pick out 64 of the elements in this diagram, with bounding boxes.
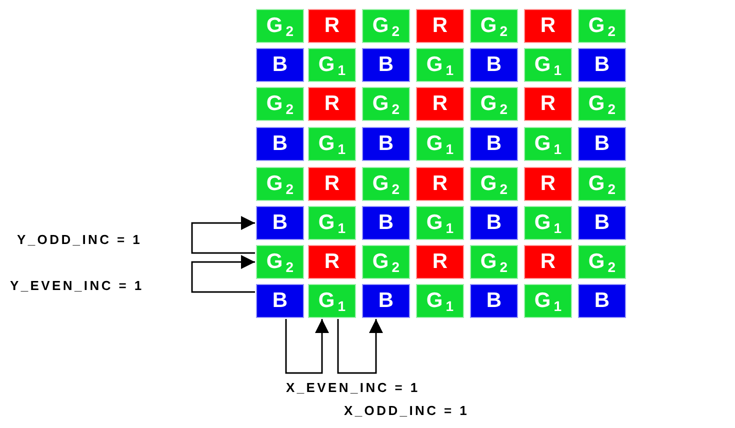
register-label: X_ODD_INC = 1 — [344, 403, 470, 418]
pixel-cell: G$_{2}$ — [362, 167, 410, 201]
pixel-cell: R — [416, 9, 464, 43]
pixel-cell: G$_{2}$ — [578, 245, 626, 279]
pixel-cell: G$_{2}$ — [362, 245, 410, 279]
pixel-cell: G$_{1}$ — [308, 48, 356, 82]
pixel-cell: G$_{1}$ — [416, 206, 464, 240]
pixel-cell: G$_{1}$ — [416, 284, 464, 318]
pixel-cell: G$_{1}$ — [308, 127, 356, 161]
pixel-cell: R — [524, 167, 572, 201]
pixel-cell: G$_{2}$ — [362, 9, 410, 43]
pixel-cell: G$_{2}$ — [578, 87, 626, 121]
pixel-cell: B — [470, 206, 518, 240]
pixel-cell: G$_{2}$ — [470, 167, 518, 201]
pixel-cell: B — [256, 206, 304, 240]
arrow — [191, 216, 255, 254]
pixel-cell: R — [524, 87, 572, 121]
pixel-cell: G$_{1}$ — [524, 127, 572, 161]
pixel-cell: R — [416, 87, 464, 121]
pixel-cell: R — [308, 9, 356, 43]
arrow — [191, 255, 255, 293]
pixel-cell: R — [308, 245, 356, 279]
pixel-cell: G$_{1}$ — [308, 284, 356, 318]
pixel-cell: R — [416, 245, 464, 279]
pixel-cell: B — [470, 284, 518, 318]
pixel-cell: G$_{2}$ — [578, 167, 626, 201]
pixel-cell: B — [362, 284, 410, 318]
pixel-cell: B — [578, 127, 626, 161]
pixel-cell: R — [308, 167, 356, 201]
pixel-cell: G$_{2}$ — [578, 9, 626, 43]
pixel-cell: G$_{2}$ — [470, 9, 518, 43]
pixel-cell: R — [308, 87, 356, 121]
pixel-cell: B — [578, 48, 626, 82]
register-label: X_EVEN_INC = 1 — [286, 380, 420, 395]
pixel-cell: G$_{2}$ — [256, 245, 304, 279]
arrow — [285, 319, 329, 374]
pixel-cell: B — [578, 206, 626, 240]
pixel-cell: B — [362, 48, 410, 82]
pixel-cell: B — [470, 48, 518, 82]
pixel-cell: G$_{2}$ — [470, 245, 518, 279]
pixel-cell: B — [256, 284, 304, 318]
pixel-cell: B — [578, 284, 626, 318]
arrow — [337, 319, 383, 374]
pixel-cell: R — [524, 245, 572, 279]
pixel-cell: G$_{1}$ — [524, 284, 572, 318]
pixel-cell: G$_{1}$ — [524, 48, 572, 82]
pixel-cell: G$_{2}$ — [362, 87, 410, 121]
pixel-cell: B — [362, 127, 410, 161]
pixel-cell: G$_{1}$ — [308, 206, 356, 240]
pixel-cell: G$_{2}$ — [470, 87, 518, 121]
pixel-cell: G$_{1}$ — [416, 127, 464, 161]
pixel-cell: R — [416, 167, 464, 201]
pixel-cell: B — [362, 206, 410, 240]
pixel-cell: G$_{1}$ — [416, 48, 464, 82]
pixel-cell: G$_{1}$ — [524, 206, 572, 240]
pixel-cell: B — [256, 48, 304, 82]
pixel-cell: G$_{2}$ — [256, 9, 304, 43]
pixel-cell: G$_{2}$ — [256, 167, 304, 201]
register-label: Y_ODD_INC = 1 — [17, 232, 142, 247]
pixel-cell: G$_{2}$ — [256, 87, 304, 121]
pixel-cell: B — [470, 127, 518, 161]
pixel-cell: R — [524, 9, 572, 43]
pixel-cell: B — [256, 127, 304, 161]
register-label: Y_EVEN_INC = 1 — [10, 278, 144, 293]
